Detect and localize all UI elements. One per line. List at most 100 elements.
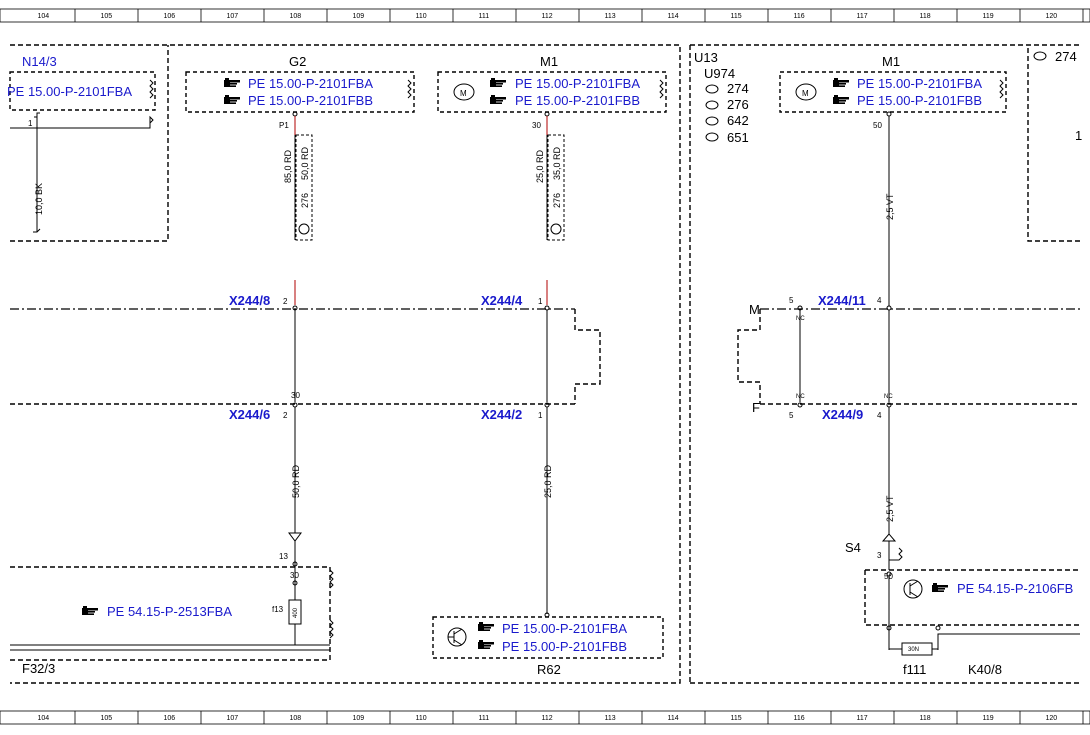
x9-pin-r: 4 <box>877 411 882 420</box>
u974-codes: 274 276 642 651 <box>705 81 749 145</box>
x6-pin: 2 <box>283 411 288 420</box>
m1r-ref-2[interactable]: PE 15.00-P-2101FBB <box>857 93 982 108</box>
ruler-cell-label: 113 <box>605 715 616 722</box>
m1r-pin: 50 <box>873 121 882 130</box>
u974-code-3: 642 <box>727 113 749 128</box>
g2-ref-1[interactable]: PE 15.00-P-2101FBA <box>248 76 373 91</box>
g2-block: G2 PE 15.00-P-2101FBA PE 15.00-P-2101FBB… <box>185 54 415 241</box>
x244-11-label[interactable]: X244/11 <box>818 293 866 308</box>
hand-pointer-icon <box>224 78 240 87</box>
m1-lower-label: 25,0 RD <box>543 464 553 498</box>
ruler-cell-label: 116 <box>794 13 805 20</box>
m1r-ref-1[interactable]: PE 15.00-P-2101FBA <box>857 76 982 91</box>
m1-code: 276 <box>552 193 562 208</box>
g2-pin: P1 <box>279 121 289 130</box>
ruler-cell-label: 120 <box>1046 715 1058 722</box>
ruler-cell-label: 110 <box>416 715 427 722</box>
mid-wires: 30 NC NC <box>291 309 893 404</box>
x11-pin-l: 5 <box>789 296 794 305</box>
g2-ref-2[interactable]: PE 15.00-P-2101FBB <box>248 93 373 108</box>
ruler-cell-label: 108 <box>290 13 302 20</box>
hand-pointer-icon <box>932 583 948 592</box>
ruler-cell-label: 111 <box>479 715 490 722</box>
ruler-cell-label: 104 <box>38 13 50 20</box>
right-edge-pin: 1 <box>1075 128 1082 143</box>
x4-pin: 1 <box>538 297 543 306</box>
g2-wire-b: 50,0 RD <box>300 146 310 180</box>
f32-ref-link[interactable]: PE 54.15-P-2513FBA <box>107 604 232 619</box>
f32-pin-13: 13 <box>279 552 288 561</box>
n14-ref-link[interactable]: PE 15.00-P-2101FBA <box>7 84 132 99</box>
f13-label: f13 <box>272 605 284 614</box>
ruler-cell-label: 104 <box>38 715 50 722</box>
x244-lower-row: X244/6 2 X244/2 1 F 5 X244/9 4 <box>10 400 1080 422</box>
n14-pin: 1 <box>28 119 33 128</box>
m-marker: M <box>749 302 760 317</box>
k40-8-block: 2,5 VT S4 3 50 PE 54.15-P-2106FB 30N f11… <box>845 407 1080 677</box>
r62-ref-1[interactable]: PE 15.00-P-2101FBA <box>502 621 627 636</box>
f111-label: f111 <box>903 662 926 677</box>
f-marker: F <box>752 400 760 415</box>
ruler-cell-label: 115 <box>731 715 742 722</box>
f111-value: 30N <box>908 647 919 653</box>
x244-6-label[interactable]: X244/6 <box>229 407 270 422</box>
main-frame <box>10 44 1080 684</box>
n14-wire-label: 10,0 BK <box>34 183 44 215</box>
x11-pin-r: 4 <box>877 296 882 305</box>
g2-wire-a: 85,0 RD <box>283 149 293 183</box>
u13-label: U13 <box>694 50 718 65</box>
ruler-cell-label: 106 <box>164 13 176 20</box>
ruler-cell-label: 109 <box>353 715 365 722</box>
s4-wire-label: 2,5 VT <box>885 495 895 522</box>
m1-left-label: M1 <box>540 54 558 69</box>
m1-ref-2[interactable]: PE 15.00-P-2101FBB <box>515 93 640 108</box>
g2-code: 276 <box>300 193 310 208</box>
fuse-value: 400 <box>293 607 299 618</box>
ruler-cell-label: 118 <box>920 13 931 20</box>
ruler-cell-label: 117 <box>857 715 868 722</box>
ruler-cell-label: 119 <box>983 13 994 20</box>
x2-pin: 1 <box>538 411 543 420</box>
m1-pin: 30 <box>532 121 541 130</box>
g2-lower-wire: 50,0 RD 13 <box>279 407 302 600</box>
x244-9-label[interactable]: X244/9 <box>822 407 863 422</box>
m1-wire-b: 35,0 RD <box>552 146 562 180</box>
ruler-cell-label: 109 <box>353 13 365 20</box>
ruler-cell-label: 120 <box>1046 13 1058 20</box>
x244-2-label[interactable]: X244/2 <box>481 407 522 422</box>
g2-lower-label: 50,0 RD <box>291 464 301 498</box>
hand-pointer-icon <box>82 606 98 615</box>
m1-ref-1[interactable]: PE 15.00-P-2101FBA <box>515 76 640 91</box>
svg-text:M: M <box>460 89 467 98</box>
u974-code-1: 274 <box>727 81 749 96</box>
x8-pin: 2 <box>283 297 288 306</box>
svg-text:M: M <box>802 89 809 98</box>
x244-4-label[interactable]: X244/4 <box>481 293 523 308</box>
x244-8-label[interactable]: X244/8 <box>229 293 270 308</box>
r62-ref-2[interactable]: PE 15.00-P-2101FBB <box>502 639 627 654</box>
nc-1: NC <box>796 316 805 322</box>
ruler-cell-label: 105 <box>101 13 113 20</box>
hand-pointer-icon <box>490 95 506 104</box>
ruler-cell-label: 116 <box>794 715 805 722</box>
ruler-cell-label: 119 <box>983 715 994 722</box>
s4-pin-3: 3 <box>877 551 882 560</box>
ruler-cell-label: 112 <box>542 715 553 722</box>
ruler-cell-label: 106 <box>164 715 176 722</box>
nc-3: NC <box>884 394 893 400</box>
m1-lower-wire: 25,0 RD <box>543 407 553 618</box>
f32-3-label: F32/3 <box>22 661 55 676</box>
ruler-cell-label: 110 <box>416 13 427 20</box>
u974-label: U974 <box>704 66 735 81</box>
m1-right-label: M1 <box>882 54 900 69</box>
m1-left-block: M1 M PE 15.00-P-2101FBA PE 15.00-P-2101F… <box>437 54 667 241</box>
u13-block: U13 U974 274 276 642 651 <box>694 50 749 145</box>
nc-2: NC <box>796 394 805 400</box>
n14-3-block: N14/3 PE 15.00-P-2101FBA 1 10,0 BK <box>7 45 169 242</box>
m1-wire-a: 25,0 RD <box>535 149 545 183</box>
k40-ref-link[interactable]: PE 54.15-P-2106FB <box>957 581 1073 596</box>
hand-pointer-icon <box>224 95 240 104</box>
f32-3-block: 30 400 f13 PE 54.15-P-2513FBA F32/3 <box>10 566 334 676</box>
